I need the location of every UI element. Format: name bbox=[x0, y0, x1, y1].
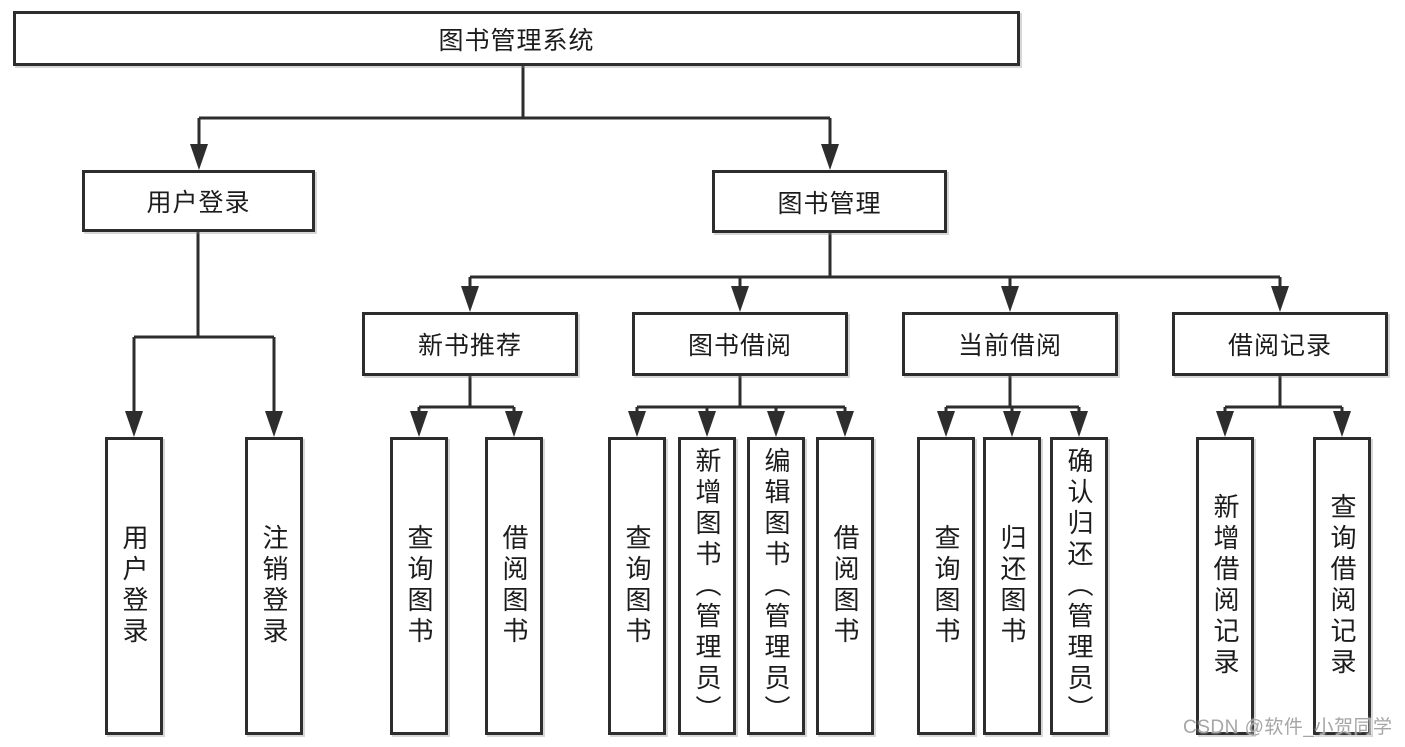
leaf-confirm-return-admin: 确认归还（管理员） bbox=[1050, 437, 1108, 735]
leaf-label: 查询图书 bbox=[931, 524, 961, 648]
node-current-borrowing: 当前借阅 bbox=[902, 312, 1118, 376]
leaf-logout: 注销登录 bbox=[245, 437, 303, 735]
leaf-borrow-books: 借阅图书 bbox=[816, 437, 874, 735]
leaf-label: 借阅图书 bbox=[830, 524, 860, 648]
node-book-borrowing: 图书借阅 bbox=[632, 312, 848, 376]
node-label: 借阅记录 bbox=[1227, 332, 1332, 360]
leaf-label: 用户登录 bbox=[119, 524, 149, 648]
leaf-query-books-current: 查询图书 bbox=[917, 437, 975, 735]
node-borrowing-records: 借阅记录 bbox=[1172, 312, 1388, 376]
node-book-management: 图书管理 bbox=[712, 170, 947, 233]
node-label: 当前借阅 bbox=[957, 332, 1062, 360]
leaf-label: 查询图书 bbox=[404, 524, 434, 648]
leaf-add-book-admin: 新增图书（管理员） bbox=[678, 437, 736, 735]
leaf-borrow-books-recommend: 借阅图书 bbox=[485, 437, 543, 735]
leaf-label: 借阅图书 bbox=[499, 524, 529, 648]
leaf-user-login: 用户登录 bbox=[105, 437, 163, 735]
leaf-label: 注销登录 bbox=[259, 524, 289, 648]
leaf-query-borrow-record: 查询借阅记录 bbox=[1313, 437, 1371, 735]
node-label: 用户登录 bbox=[146, 189, 251, 217]
leaf-label: 查询借阅记录 bbox=[1327, 493, 1357, 679]
node-label: 图书借阅 bbox=[687, 332, 792, 360]
leaf-label: 编辑图书（管理员） bbox=[761, 446, 791, 726]
leaf-add-borrow-record: 新增借阅记录 bbox=[1196, 437, 1254, 735]
node-label: 图书管理 bbox=[777, 189, 882, 218]
leaf-query-books-recommend: 查询图书 bbox=[390, 437, 448, 735]
leaf-label: 新增借阅记录 bbox=[1210, 493, 1240, 679]
leaf-label: 新增图书（管理员） bbox=[692, 446, 722, 726]
node-label: 图书管理系统 bbox=[438, 26, 595, 55]
watermark: CSDN @软件_小贺同学 bbox=[1183, 717, 1393, 738]
leaf-label: 查询图书 bbox=[622, 524, 652, 648]
leaf-query-books-borrowing: 查询图书 bbox=[608, 437, 666, 735]
node-label: 新书推荐 bbox=[417, 332, 522, 360]
leaf-edit-book-admin: 编辑图书（管理员） bbox=[747, 437, 805, 735]
arrowhead-icons bbox=[125, 144, 1351, 437]
node-library-management-system: 图书管理系统 bbox=[13, 11, 1020, 66]
node-new-book-recommendation: 新书推荐 bbox=[362, 312, 578, 376]
node-user-login: 用户登录 bbox=[82, 170, 315, 232]
leaf-label: 归还图书 bbox=[997, 524, 1027, 648]
leaf-return-books: 归还图书 bbox=[983, 437, 1041, 735]
leaf-label: 确认归还（管理员） bbox=[1064, 446, 1094, 726]
